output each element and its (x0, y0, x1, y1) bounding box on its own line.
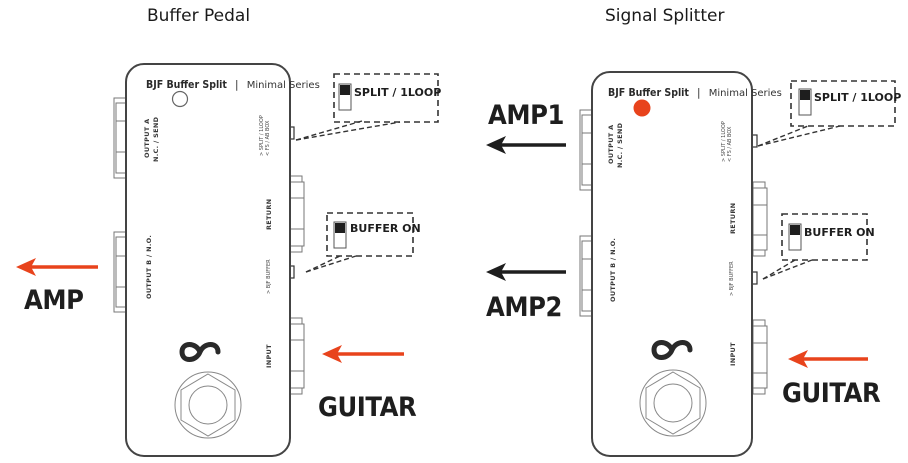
label-output-a: OUTPUT A (143, 119, 151, 158)
label-output-b: OUTPUT B / N.O. (609, 238, 617, 302)
footswitch-icon[interactable] (174, 371, 242, 439)
led-indicator-off (171, 90, 189, 108)
label-amp1: AMP1 (488, 100, 564, 131)
jack-output-b (579, 235, 593, 317)
led-indicator-on (633, 99, 651, 117)
label-mode-line1: > SPLIT / 1LOOP (721, 121, 727, 162)
switch-label-split: SPLIT / 1LOOP (814, 91, 901, 104)
pedal-brand: BJF Buffer Split | Minimal Series (146, 73, 320, 92)
arrow-to-amp1 (486, 136, 566, 154)
switch-label-buffer: BUFFER ON (350, 222, 421, 235)
diagram-title-buffer-pedal: Buffer Pedal (147, 6, 251, 26)
label-input: INPUT (729, 342, 737, 366)
one-control-logo-icon (651, 340, 693, 360)
callout-buffer-switch-right: BUFFER ON (762, 213, 875, 280)
label-output-b: OUTPUT B / N.O. (145, 235, 153, 299)
pedal-splitter: BJF Buffer Split | Minimal Series OUTPUT… (579, 71, 782, 457)
jack-input (289, 317, 305, 395)
one-control-logo-icon (179, 342, 221, 362)
jack-output-b (113, 231, 127, 313)
jack-return (289, 175, 305, 253)
footswitch-icon[interactable] (639, 369, 707, 437)
jack-output-a (579, 109, 593, 191)
label-mode-line2: < FS / AB BOX (265, 120, 271, 156)
label-output-a-sub: N.C. / SEND (616, 122, 624, 168)
switch-label-split: SPLIT / 1LOOP (354, 86, 441, 99)
diagram-title-signal-splitter: Signal Splitter (605, 6, 725, 26)
arrow-to-amp (16, 258, 98, 276)
label-input: INPUT (265, 344, 273, 368)
label-amp2: AMP2 (486, 292, 562, 323)
pedal-body (125, 63, 291, 457)
label-buffer: > BJF BUFFER (729, 261, 735, 296)
jack-input (752, 319, 768, 395)
pedal-brand: BJF Buffer Split | Minimal Series (608, 81, 782, 100)
callout-split-switch-right: SPLIT / 1LOOP (757, 80, 901, 147)
pedal-body (591, 71, 753, 457)
label-output-a: OUTPUT A (607, 125, 615, 164)
label-return: RETURN (265, 199, 273, 230)
label-guitar-left: GUITAR (318, 392, 417, 423)
jack-return (752, 181, 768, 257)
jack-output-a (113, 97, 127, 179)
arrow-to-amp2 (486, 263, 566, 281)
switch-label-buffer: BUFFER ON (804, 226, 875, 239)
label-mode-line2: < FS / AB BOX (727, 126, 733, 162)
pedal-buffer: BJF Buffer Split | Minimal Series OUTPUT… (113, 63, 320, 457)
callout-buffer-switch-left: BUFFER ON (305, 212, 421, 273)
arrow-from-guitar-right (788, 350, 868, 368)
label-mode-line1: > SPLIT / 1LOOP (259, 115, 265, 156)
label-output-a-sub: N.C. / SEND (152, 116, 160, 162)
label-amp: AMP (24, 285, 84, 316)
arrow-from-guitar-left (322, 345, 404, 363)
label-buffer: > BJF BUFFER (266, 259, 272, 294)
callout-split-switch-left: SPLIT / 1LOOP (295, 73, 441, 141)
label-guitar-right: GUITAR (782, 378, 881, 409)
label-return: RETURN (729, 203, 737, 234)
